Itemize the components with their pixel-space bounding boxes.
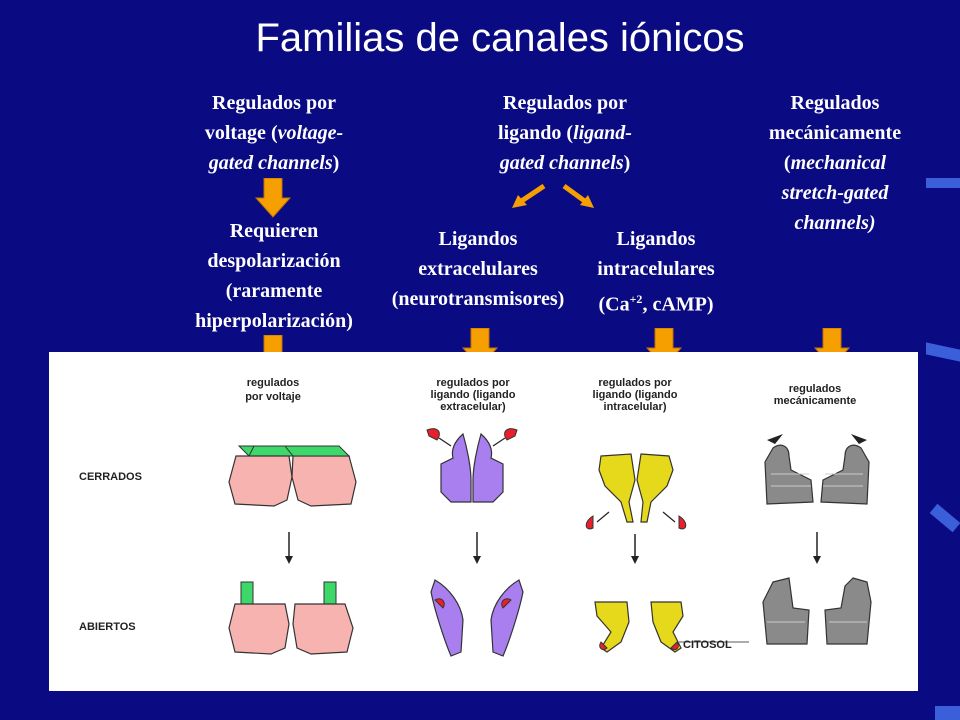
fig-header-intra-2: ligando (ligando <box>593 389 678 401</box>
channels-figure: regulados por voltaje regulados por liga… <box>79 377 872 657</box>
ligand-line3b: ) <box>623 152 631 174</box>
ligand-split-arrows <box>512 183 594 208</box>
extra-line1: Ligandos <box>438 228 518 250</box>
mechanical-heading: Regulados mecánicamente (mechanical stre… <box>740 88 930 238</box>
row-label-closed: CERRADOS <box>79 471 142 483</box>
voltage-line2a: voltage ( <box>204 122 278 144</box>
req-line4: hiperpolarización) <box>195 310 353 332</box>
voltage-channel-closed <box>228 445 357 507</box>
extracellular-ligands: Ligandos extracelulares (neurotransmisor… <box>378 224 578 314</box>
fig-header-intra-1: regulados por <box>598 377 672 389</box>
intra-arrow-down <box>631 534 639 564</box>
citosol-label: CITOSOL <box>683 639 732 651</box>
voltage-requirement: Requieren despolarización (raramente hip… <box>168 216 380 336</box>
intra-sup: +2 <box>629 292 643 306</box>
intra-line2: intracelulares <box>597 258 715 280</box>
mech-line3a: ( <box>783 152 791 174</box>
intra-line3a: (Ca <box>598 293 630 316</box>
voltage-gated-heading: Regulados por voltage (voltage- gated ch… <box>168 88 380 178</box>
req-line3: (raramente <box>225 280 323 302</box>
mech-channel-closed <box>764 434 870 505</box>
req-line1: Requieren <box>229 220 319 242</box>
voltage-line3: gated channels <box>208 152 333 174</box>
edge-decoration <box>935 706 960 720</box>
mech-line3b: mechanical <box>790 152 887 174</box>
mech-line5: channels) <box>794 212 876 234</box>
ligand-gated-heading: Regulados por ligando (ligand- gated cha… <box>462 88 668 178</box>
mech-line1: Regulados <box>790 92 880 114</box>
figure-panel: regulados por voltaje regulados por liga… <box>49 352 918 691</box>
edge-decoration <box>926 342 960 362</box>
intra-ligand-channel-open <box>594 601 684 653</box>
fig-header-mech-2: mecánicamente <box>774 395 857 407</box>
extra-ligand-channel-closed <box>426 428 518 503</box>
mech-line4: stretch-gated <box>781 182 889 204</box>
voltage-arrow-down <box>285 532 293 564</box>
voltage-line3-close: ) <box>332 152 340 174</box>
voltage-line1: Regulados por <box>212 92 336 114</box>
mech-arrow-down <box>813 532 821 564</box>
fig-header-extra-3: extracelular) <box>440 401 506 413</box>
extra-line3: (neurotransmisores) <box>391 288 565 310</box>
voltage-line2b: voltage- <box>277 122 344 144</box>
fig-header-mech-1: regulados <box>789 383 842 395</box>
mech-channel-open <box>762 577 872 645</box>
mech-line2: mecánicamente <box>768 122 902 144</box>
edge-decoration <box>929 503 960 533</box>
fig-header-intra-3: intracelular) <box>604 401 667 413</box>
ligand-line1: Regulados por <box>503 92 627 114</box>
fig-header-extra-1: regulados por <box>436 377 510 389</box>
ligand-line2b: ligand- <box>573 122 632 144</box>
ligand-line3: gated channels <box>499 152 624 174</box>
row-label-open: ABIERTOS <box>79 621 136 633</box>
fig-header-extra-2: ligando (ligando <box>431 389 516 401</box>
fig-header-voltaje-1: regulados <box>247 377 300 389</box>
intra-line3b: , cAMP) <box>642 293 714 316</box>
req-line2: despolarización <box>207 250 341 272</box>
extra-line2: extracelulares <box>418 258 538 280</box>
ligand-line2a: ligando ( <box>498 122 574 144</box>
intracellular-ligands: Ligandos intracelulares (Ca+2, cAMP) <box>566 224 746 320</box>
intra-ligand-channel-closed <box>585 453 687 530</box>
voltage-down-arrow-1 <box>255 178 291 218</box>
page-title: Familias de canales iónicos <box>255 16 745 60</box>
fig-header-voltaje-2: por voltaje <box>245 391 301 403</box>
voltage-channel-open <box>228 581 354 655</box>
edge-decoration <box>926 178 960 188</box>
extra-arrow-down <box>473 532 481 564</box>
extra-ligand-channel-open <box>430 579 524 657</box>
intra-line1: Ligandos <box>616 228 696 250</box>
